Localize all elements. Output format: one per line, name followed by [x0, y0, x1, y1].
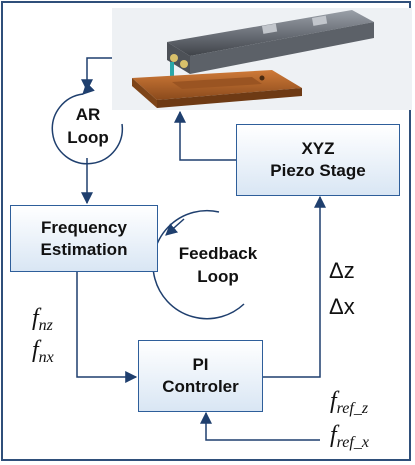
signal-fnx: fnx: [32, 337, 54, 366]
pi-controller-box: PI Controler: [138, 340, 263, 412]
feedback-loop-circle: [152, 209, 245, 320]
arrow-piezo-to-image: [174, 110, 236, 161]
frequency-estimation-box: Frequency Estimation: [10, 205, 158, 272]
piezo-stage-box: XYZ Piezo Stage: [236, 124, 400, 196]
arrow-pi-to-piezo: [263, 195, 326, 378]
afm-cantilever-on-stage-icon: [112, 8, 412, 110]
signal-fnz: fnz: [32, 305, 53, 334]
signal-delta-x: Δx: [329, 294, 355, 319]
outer-frame: [1, 1, 411, 461]
feedback-loop-label: Feedback Loop: [178, 244, 258, 286]
signal-fref-z: fref_z: [330, 388, 369, 417]
arrow-freq-to-pi: [76, 272, 138, 383]
ar-loop-label: AR Loop: [67, 105, 109, 147]
arrow-image-to-ar: [81, 57, 112, 92]
signal-delta-z: Δz: [329, 258, 355, 283]
arrow-ref-to-pi: [200, 411, 320, 441]
ar-loop-circle: [51, 93, 124, 165]
signal-fref-x: fref_x: [330, 422, 369, 451]
